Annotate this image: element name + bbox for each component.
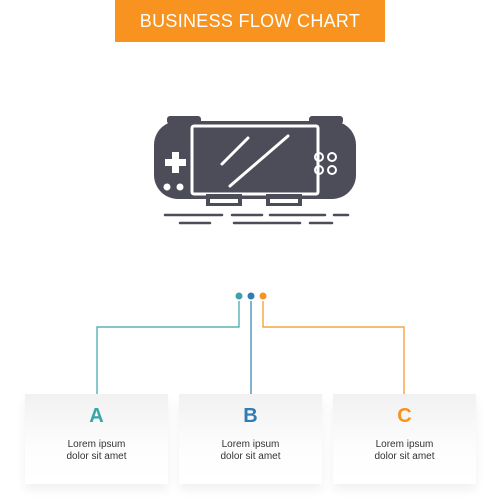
step-text-c-line2: dolor sit amet xyxy=(374,451,435,462)
connector-a xyxy=(96,301,240,398)
step-letter-c: C xyxy=(397,405,412,427)
step-card-c xyxy=(333,394,476,484)
step-card-b xyxy=(179,394,322,484)
step-text-a: Lorem ipsum dolor sit amet xyxy=(25,439,168,463)
step-letter-b: B xyxy=(243,405,258,427)
orange-dot xyxy=(259,292,267,300)
step-letter-a: A xyxy=(89,405,104,427)
step-text-a-line1: Lorem ipsum xyxy=(67,439,126,450)
step-text-c-line1: Lorem ipsum xyxy=(375,439,434,450)
connector-c xyxy=(262,301,405,398)
step-text-b-line2: dolor sit amet xyxy=(220,451,281,462)
step-text-c: Lorem ipsum dolor sit amet xyxy=(333,439,476,463)
title-banner: BUSINESS FLOW CHART xyxy=(115,0,385,42)
handheld-game-console-icon xyxy=(154,116,356,225)
step-text-b: Lorem ipsum dolor sit amet xyxy=(179,439,322,463)
page-title: BUSINESS FLOW CHART xyxy=(139,10,361,31)
game-console-icon xyxy=(150,112,360,230)
teal-dot xyxy=(235,292,243,300)
step-text-a-line2: dolor sit amet xyxy=(66,451,127,462)
blue-dot xyxy=(247,292,255,300)
step-text-b-line1: Lorem ipsum xyxy=(221,439,280,450)
step-card-a xyxy=(25,394,168,484)
